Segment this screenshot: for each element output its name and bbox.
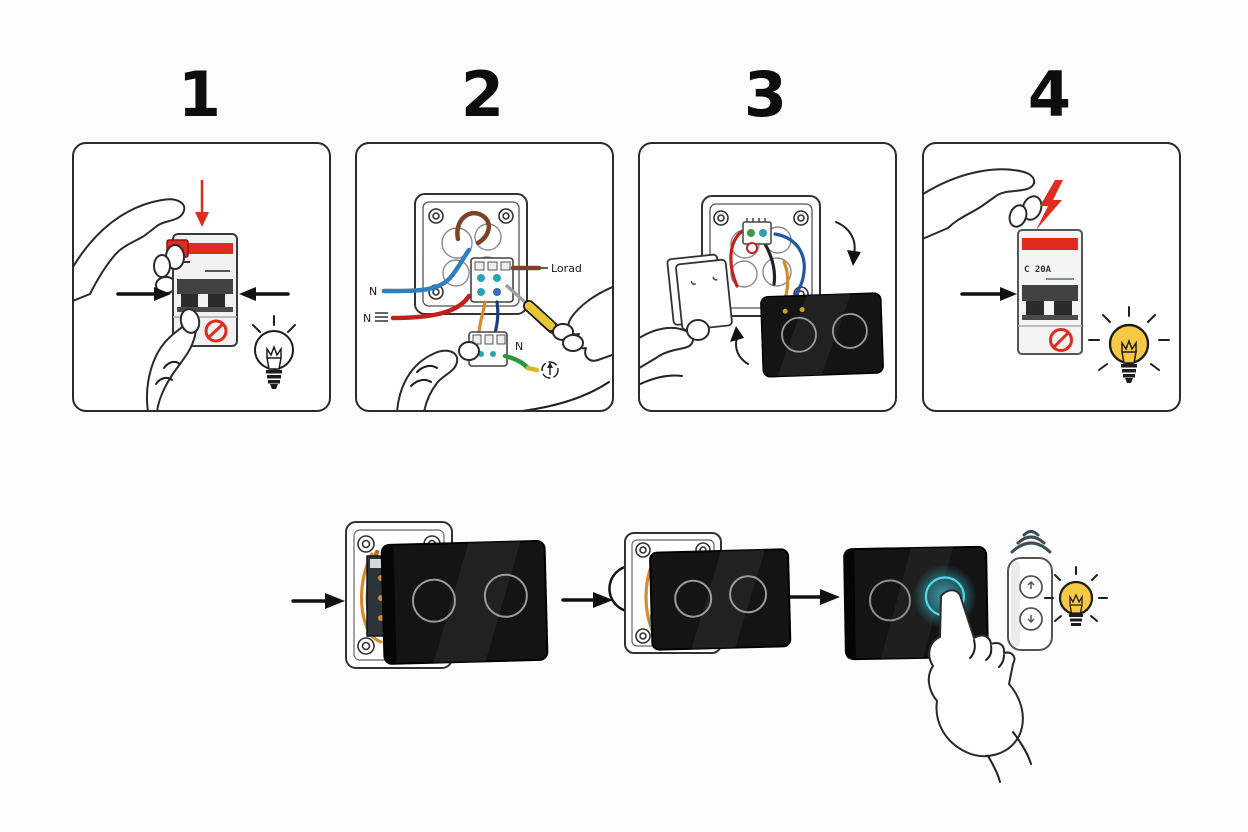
wire-orange (477, 300, 487, 334)
bulb-on-icon (1088, 306, 1170, 383)
wifi-icon (1010, 530, 1052, 554)
touch-circle-left (411, 578, 456, 623)
connector-block (468, 331, 508, 367)
step-number-4: 4 (1027, 58, 1072, 131)
wire-neutral-blue (381, 247, 472, 294)
screw (793, 210, 809, 226)
screw (357, 535, 375, 553)
hand-fingertips (153, 244, 185, 278)
touch-circle-left (781, 316, 817, 353)
label-load: Lorad (551, 262, 582, 275)
circuit-breaker: C 20A (1017, 229, 1083, 355)
step-panel-1 (72, 142, 331, 412)
touch-circle-right (729, 575, 768, 614)
screw (713, 210, 729, 226)
terminal-block (470, 257, 514, 303)
next-arrow-1-icon (291, 593, 345, 609)
wire-live-red (390, 293, 472, 321)
breaker-rating-label: C 20A (1024, 265, 1052, 275)
hand-bottom-left (396, 341, 480, 410)
step-number-3: 3 (743, 58, 788, 131)
hand-touching (927, 589, 1032, 783)
touch-circle-right (483, 573, 528, 618)
screw (428, 208, 444, 224)
hand-top (924, 168, 1043, 240)
next-arrow-2-icon (561, 592, 613, 608)
power-off-arrow-icon (195, 180, 209, 227)
bulb-on-icon (1044, 566, 1108, 626)
step-panel-3 (638, 142, 897, 412)
screw (635, 628, 651, 644)
push-arrow-icon (960, 287, 1017, 301)
touch-panel-2 (649, 548, 792, 651)
screw (635, 542, 651, 558)
rotate-up-arrow-icon (730, 326, 749, 365)
terminal-block (742, 218, 772, 254)
touch-circle-left (674, 579, 713, 618)
step-number-1: 1 (177, 58, 222, 131)
earth-symbol-icon (541, 361, 559, 379)
touch-circle-left (868, 579, 911, 622)
touch-switch-panel (760, 292, 884, 378)
lightning-icon (1036, 180, 1063, 230)
hand-left (640, 319, 710, 386)
prohibition-icon (1049, 328, 1073, 352)
push-arrow-right-icon (239, 287, 290, 301)
rotate-down-arrow-icon (835, 221, 861, 266)
screw (357, 637, 375, 655)
screwdriver (504, 283, 559, 334)
label-neutral: N (369, 285, 377, 298)
prohibition-icon (204, 319, 228, 343)
label-live: N (363, 312, 371, 325)
bulb-off-icon (252, 315, 296, 389)
step-number-2: 2 (460, 58, 505, 131)
assembly-sequence (291, 521, 1108, 783)
wire-brown-loop (455, 210, 492, 246)
touch-panel-1 (380, 539, 549, 665)
push-arrow-left-icon (116, 287, 171, 301)
wire-black (762, 240, 777, 286)
step-panel-4: C 20A (922, 142, 1181, 412)
screw (498, 208, 514, 224)
three-bars-icon (375, 312, 388, 322)
next-arrow-3-icon (789, 589, 840, 605)
label-earth-neutral: N (515, 340, 523, 353)
wire-earth-green (502, 353, 531, 371)
remote-control (1007, 557, 1053, 651)
step-panel-2: N N Lorad N (355, 142, 614, 412)
touch-circle-right (832, 313, 868, 349)
hand-bottom (146, 308, 201, 410)
